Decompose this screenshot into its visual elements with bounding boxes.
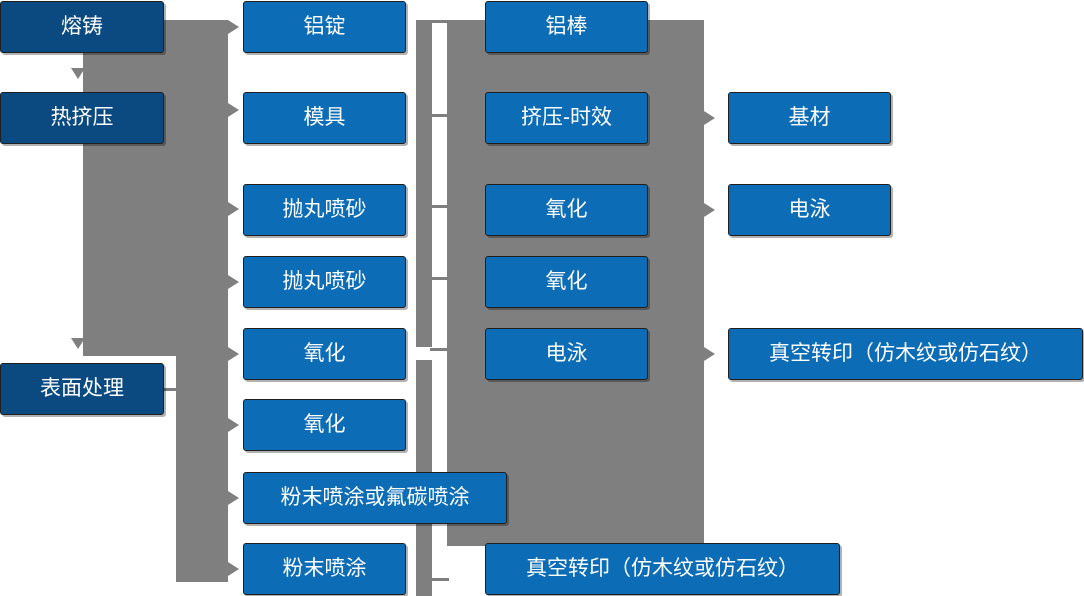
connector-mid-rung-5: [430, 348, 449, 351]
arrow-to-powder-or-fluorocarbon: [228, 491, 239, 505]
node-label: 氧化: [303, 341, 346, 365]
connector-left-wide-band: [83, 20, 228, 356]
connector-mid-rung-6: [430, 578, 449, 581]
connector-surface-treatment-stub: [163, 388, 179, 391]
node-label: 铝锭: [303, 14, 346, 38]
node-label: 氧化: [545, 197, 588, 221]
node-label: 抛丸喷砂: [282, 269, 367, 293]
node-electrophoresis-c4[interactable]: 电泳: [728, 184, 891, 236]
node-label: 氧化: [545, 269, 588, 293]
node-label: 基材: [788, 105, 831, 129]
node-powder-coating[interactable]: 粉末喷涂: [243, 543, 406, 595]
arrow-to-aluminum-ingot: [228, 20, 239, 34]
arrow-to-vacuum-transfer: [704, 347, 715, 361]
node-vacuum-transfer-c3[interactable]: 真空转印（仿木纹或仿石纹）: [485, 543, 840, 595]
node-mold[interactable]: 模具: [243, 92, 406, 144]
connector-mid-rung-1: [430, 20, 449, 23]
stage-node-hot-extrusion[interactable]: 热挤压: [0, 92, 164, 144]
connector-mid-rung-4: [430, 277, 449, 280]
connector-left-narrow-band: [176, 356, 228, 582]
node-oxidation-c3-2[interactable]: 氧化: [485, 256, 648, 308]
node-label: 挤压-时效: [521, 105, 612, 129]
node-label: 真空转印（仿木纹或仿石纹）: [769, 341, 1042, 365]
node-label: 粉末喷涂: [282, 556, 367, 580]
node-label: 电泳: [788, 197, 831, 221]
node-oxidation-c3-1[interactable]: 氧化: [485, 184, 648, 236]
node-label: 模具: [303, 105, 346, 129]
node-label: 表面处理: [40, 376, 124, 400]
arrow-to-mold: [228, 103, 239, 117]
node-aluminum-bar[interactable]: 铝棒: [485, 1, 648, 53]
connector-arrow-down-surface-treatment: [71, 338, 85, 349]
connector-mid-rung-3: [430, 205, 449, 208]
node-extrusion-aging[interactable]: 挤压-时效: [485, 92, 648, 144]
connector-mid-rung-2: [430, 114, 449, 117]
node-label: 抛丸喷砂: [282, 197, 367, 221]
arrow-to-shotblast-2: [228, 275, 239, 289]
node-substrate[interactable]: 基材: [728, 92, 891, 144]
node-label: 真空转印（仿木纹或仿石纹）: [526, 556, 799, 580]
node-vacuum-transfer-c4[interactable]: 真空转印（仿木纹或仿石纹）: [728, 328, 1083, 380]
arrow-to-shotblast-1: [228, 202, 239, 216]
node-label: 粉末喷涂或氟碳喷涂: [280, 485, 470, 509]
node-label: 铝棒: [545, 14, 588, 38]
node-aluminum-ingot[interactable]: 铝锭: [243, 1, 406, 53]
node-shotblast-sandblast-2[interactable]: 抛丸喷砂: [243, 256, 406, 308]
arrow-to-oxidation-2: [228, 418, 239, 432]
node-oxidation-c2-2[interactable]: 氧化: [243, 399, 406, 451]
node-powder-or-fluorocarbon-coating[interactable]: 粉末喷涂或氟碳喷涂: [243, 472, 507, 524]
node-label: 熔铸: [61, 14, 103, 38]
node-label: 氧化: [303, 412, 346, 436]
node-oxidation-c2-1[interactable]: 氧化: [243, 328, 406, 380]
stage-node-casting[interactable]: 熔铸: [0, 1, 164, 53]
stage-node-surface-treatment[interactable]: 表面处理: [0, 363, 164, 415]
node-shotblast-sandblast-1[interactable]: 抛丸喷砂: [243, 184, 406, 236]
connector-arrow-down-hot-extrusion: [71, 68, 85, 79]
connector-mid-narrow-bar: [416, 20, 432, 347]
arrow-to-powder-coating: [228, 562, 239, 576]
node-label: 电泳: [545, 341, 588, 365]
arrow-to-oxidation-1: [228, 347, 239, 361]
node-label: 热挤压: [50, 105, 114, 129]
arrow-to-substrate: [704, 111, 715, 125]
node-electrophoresis-c3[interactable]: 电泳: [485, 328, 648, 380]
arrow-to-electrophoresis: [704, 203, 715, 217]
